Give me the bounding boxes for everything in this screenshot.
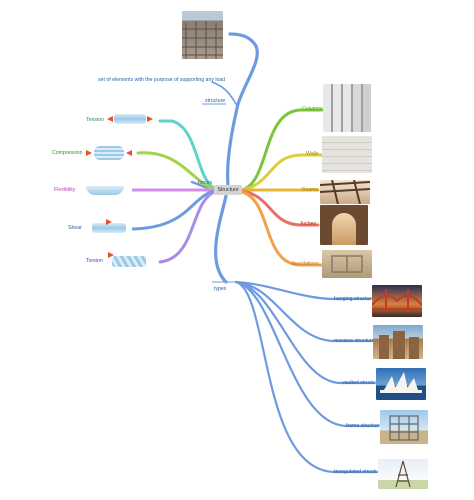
- castle-icon: [379, 331, 419, 359]
- tension-label[interactable]: Tension: [86, 117, 104, 123]
- vaulted-structure-label[interactable]: vaulted structure: [342, 380, 381, 386]
- bridge-icon: [372, 289, 422, 311]
- columns-label[interactable]: Columns: [302, 106, 323, 112]
- structure-label[interactable]: structure: [205, 98, 226, 104]
- branch-tension: [158, 119, 216, 190]
- frame-structure-label[interactable]: frame structure: [346, 423, 381, 429]
- massive-structures-label[interactable]: massive structures: [334, 338, 378, 344]
- branch-types: [214, 194, 228, 284]
- center-node[interactable]: Structure: [214, 185, 242, 195]
- triangulated-structure-image: [378, 459, 428, 489]
- branch-shear: [130, 189, 216, 231]
- building-frame-icon: [182, 21, 223, 59]
- branch-hanging: [234, 280, 372, 301]
- frame-structure-image: [380, 410, 428, 444]
- compression-arrow-left-icon: [86, 150, 92, 156]
- triangulated-structure-label[interactable]: triangulated structure: [334, 469, 383, 475]
- flexibility-label[interactable]: Flexibility: [54, 187, 76, 193]
- branch-walls: [240, 153, 324, 192]
- branch-structure: [226, 32, 259, 188]
- shear-image: [88, 217, 132, 239]
- branch-vaulted: [234, 280, 376, 385]
- hanging-structures-label[interactable]: hanging structures: [334, 296, 377, 302]
- shear-beam: [92, 223, 126, 233]
- torsion-image: [104, 250, 156, 272]
- branch-triangulated: [234, 280, 378, 474]
- compression-label[interactable]: Compression: [52, 150, 83, 156]
- hanging-structures-image: [372, 285, 422, 317]
- branch-definition: [211, 81, 237, 105]
- tension-image: [104, 108, 156, 130]
- flexibility-image: [80, 180, 132, 202]
- arch-opening: [332, 213, 356, 245]
- eiffel-tower-icon: [395, 460, 411, 488]
- tension-beam: [114, 114, 146, 124]
- structure-building-image: [182, 11, 223, 59]
- branch-arches: [240, 189, 320, 227]
- flexibility-beam: [86, 186, 124, 195]
- opera-house-icon: [380, 372, 422, 393]
- branch-foundations: [240, 190, 324, 267]
- compression-arrow-right-icon: [126, 150, 132, 156]
- beams-icon: [320, 180, 370, 204]
- branch-massive: [234, 280, 374, 343]
- branch-frame: [234, 280, 380, 428]
- torsion-beam: [112, 256, 146, 267]
- arches-label[interactable]: Arches: [300, 221, 317, 227]
- torsion-label[interactable]: Torsion: [86, 258, 103, 264]
- compression-image: [84, 142, 134, 164]
- vaulted-structure-image: [376, 368, 426, 400]
- beams-image: [320, 180, 370, 204]
- foundations-label[interactable]: foundations: [292, 261, 319, 267]
- types-label[interactable]: types: [214, 286, 227, 292]
- shear-label[interactable]: Shear: [68, 225, 82, 231]
- torsion-arrow-icon: [108, 252, 114, 258]
- definition-text: set of elements with the purpose of supp…: [98, 77, 226, 83]
- walls-image: [322, 136, 372, 173]
- beams-label[interactable]: Beams: [302, 187, 319, 193]
- branch-compression: [136, 151, 216, 191]
- branch-columns: [240, 108, 324, 192]
- forces-label[interactable]: forces: [198, 180, 213, 186]
- foundation-icon: [331, 255, 363, 273]
- branch-torsion: [158, 190, 216, 264]
- massive-structures-image: [373, 325, 423, 359]
- compression-beam: [94, 146, 124, 160]
- foundations-image: [322, 250, 372, 278]
- frame-building-icon: [389, 415, 419, 441]
- columns-image: [323, 84, 371, 132]
- tension-arrow-right-icon: [147, 116, 153, 122]
- tension-arrow-left-icon: [107, 116, 113, 122]
- arches-image: [320, 205, 368, 245]
- walls-label[interactable]: Walls: [306, 151, 319, 157]
- shear-arrow-icon: [106, 219, 112, 225]
